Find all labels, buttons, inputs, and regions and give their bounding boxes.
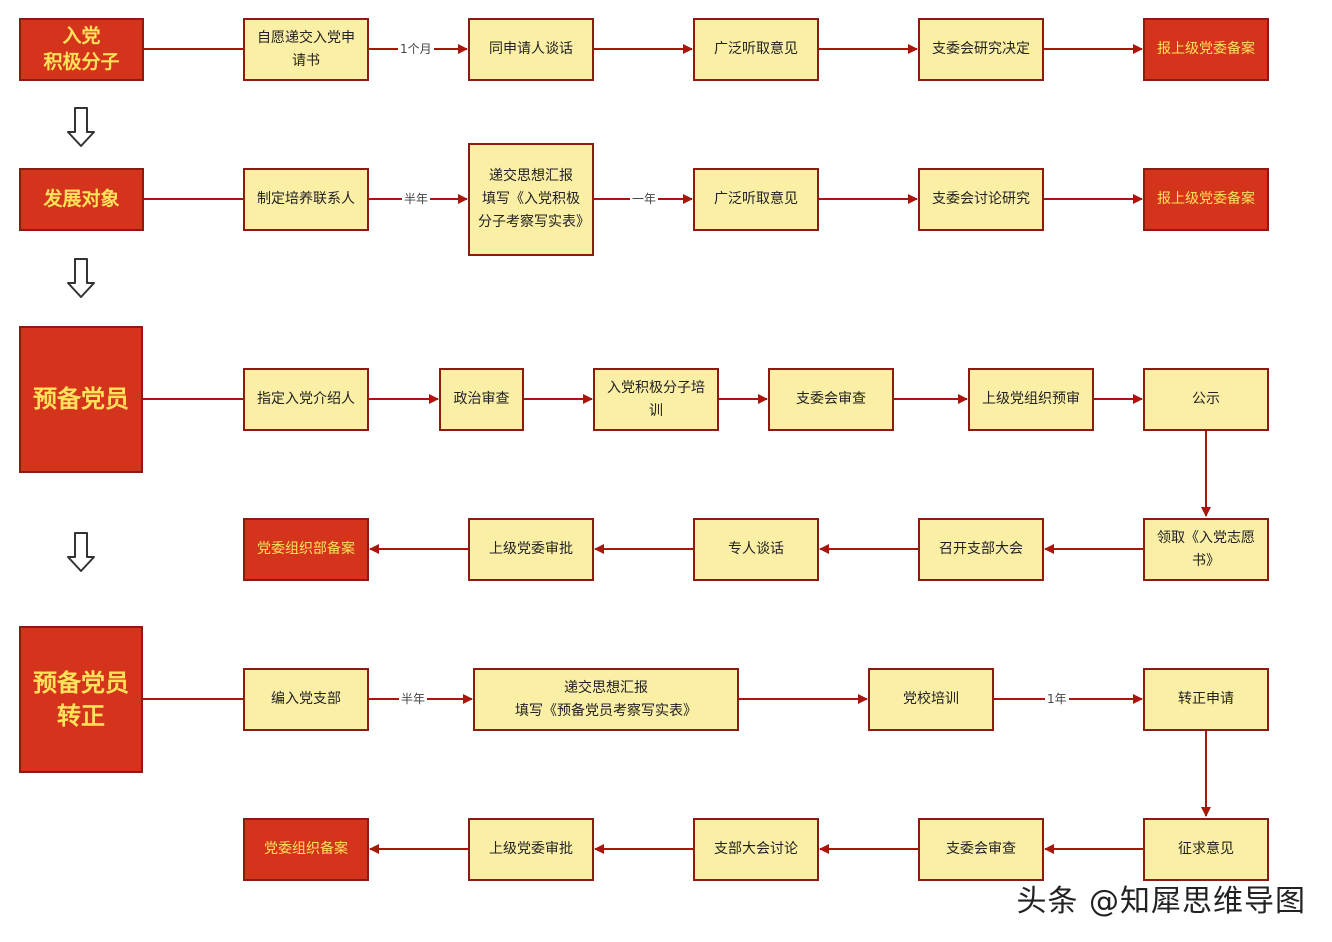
edge-label-one-month: 1个月 [398,42,434,56]
step-solicit-opinions-3: 征求意见 [1143,818,1269,881]
step-talk-with-applicant: 同申请人谈话 [468,18,594,81]
step-dedicated-talk: 专人谈话 [693,518,819,581]
step-party-school-training: 党校培训 [868,668,994,731]
step-assign-sponsor: 指定入党介绍人 [243,368,369,431]
edge-label-half-year: 半年 [402,192,431,206]
step-solicit-opinions: 广泛听取意见 [693,18,819,81]
step-org-dept-filing: 党委组织部备案 [243,518,369,581]
step-receive-application-form: 领取《入党志愿书》 [1143,518,1269,581]
step-public-notice: 公示 [1143,368,1269,431]
step-report-to-superior: 报上级党委备案 [1143,18,1269,81]
edge-label-one-year: 一年 [630,192,659,206]
stage-probationary-member: 预备党员 [19,326,143,473]
step-submit-probation-report: 递交思想汇报 填写《预备党员考察写实表》 [473,668,739,731]
step-superior-approval: 上级党委审批 [468,518,594,581]
stage-down-arrow-3-icon [67,532,95,572]
step-committee-decision: 支委会研究决定 [918,18,1044,81]
step-branch-meeting-discussion: 支部大会讨论 [693,818,819,881]
watermark: 头条 @知犀思维导图 [1016,884,1306,919]
step-activist-training: 入党积极分子培训 [593,368,719,431]
step-solicit-opinions-2: 广泛听取意见 [693,168,819,231]
step-submit-thought-report: 递交思想汇报 填写《入党积极分子考察写实表》 [468,143,594,256]
stage-down-arrow-2-icon [67,258,95,298]
step-superior-approval-2: 上级党委审批 [468,818,594,881]
step-committee-review-2: 支委会审查 [918,818,1044,881]
edge-label-half-year-2: 半年 [399,692,428,706]
step-branch-general-meeting: 召开支部大会 [918,518,1044,581]
step-report-to-superior-2: 报上级党委备案 [1143,168,1269,231]
step-committee-review: 支委会审查 [768,368,894,431]
stage-down-arrow-1-icon [67,107,95,147]
step-political-review: 政治审查 [439,368,524,431]
edge-label-one-year-2: 1年 [1045,692,1069,706]
step-party-org-filing: 党委组织备案 [243,818,369,881]
stage-full-member-conversion: 预备党员 转正 [19,626,143,773]
step-superior-prereview: 上级党组织预审 [968,368,1094,431]
step-assign-contact-person: 制定培养联系人 [243,168,369,231]
stage-activist: 入党 积极分子 [19,18,144,81]
step-submit-application: 自愿递交入党申请书 [243,18,369,81]
step-committee-discussion: 支委会讨论研究 [918,168,1044,231]
step-conversion-application: 转正申请 [1143,668,1269,731]
step-join-branch: 编入党支部 [243,668,369,731]
stage-development-target: 发展对象 [19,168,144,231]
